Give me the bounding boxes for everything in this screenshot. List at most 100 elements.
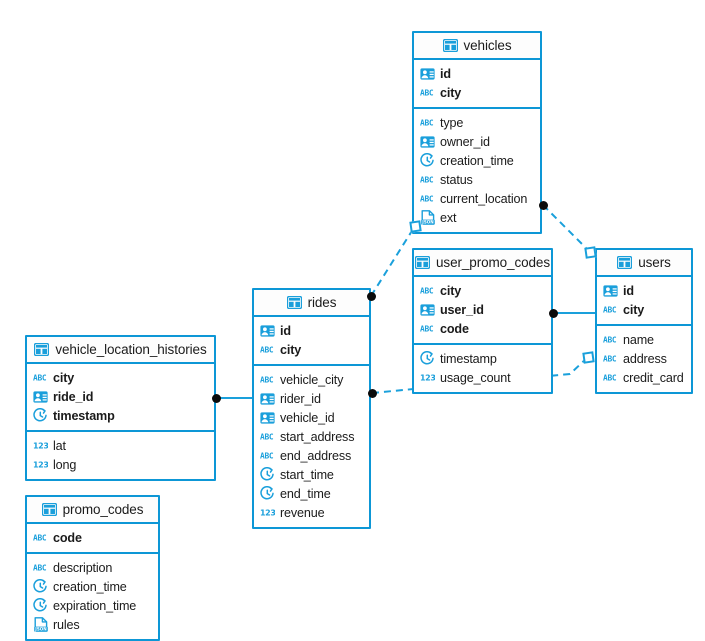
table-header-rides[interactable]: rides: [254, 290, 369, 317]
123-number-icon: 123: [420, 370, 435, 385]
column-row[interactable]: ABC current_location: [414, 189, 540, 208]
column-name: creation_time: [440, 153, 514, 168]
relationship-line-rel-vehicles-users: [542, 204, 591, 253]
relationship-marker-many-rel-vlh-rides: [211, 393, 221, 403]
123-number-icon: 123: [33, 457, 48, 472]
primary-key-columns-promo_codes: ABC code: [27, 524, 158, 554]
column-row[interactable]: id: [414, 64, 540, 83]
abc-text-icon: ABC: [420, 283, 435, 298]
column-name: code: [53, 530, 82, 545]
svg-text:ABC: ABC: [33, 533, 47, 542]
abc-text-icon: ABC: [260, 429, 275, 444]
column-name: long: [53, 457, 77, 472]
column-row[interactable]: creation_time: [27, 577, 158, 596]
svg-text:123: 123: [420, 374, 435, 382]
abc-text-icon: ABC: [33, 560, 48, 575]
relationship-line-rel-rides-vehicles: [370, 225, 416, 297]
table-title: user_promo_codes: [436, 255, 550, 270]
table-grid-icon: [41, 502, 57, 517]
clock-icon: [260, 467, 275, 482]
relationship-marker-many-rel-rides-users: [367, 388, 377, 398]
column-row[interactable]: owner_id: [414, 132, 540, 151]
svg-text:ABC: ABC: [420, 194, 434, 203]
column-row[interactable]: rider_id: [254, 389, 369, 408]
column-name: id: [440, 66, 451, 81]
table-grid-icon: [415, 255, 431, 270]
id-card-icon: [260, 391, 275, 406]
table-header-vehicle_location_histories[interactable]: vehicle_location_histories: [27, 337, 214, 364]
relationship-marker-one-rel-rides-vehicles: [408, 219, 422, 233]
column-name: status: [440, 172, 473, 187]
column-name: id: [623, 283, 634, 298]
column-row[interactable]: end_time: [254, 484, 369, 503]
table-header-promo_codes[interactable]: promo_codes: [27, 497, 158, 524]
column-name: description: [53, 560, 113, 575]
table-title: vehicle_location_histories: [55, 342, 207, 357]
column-name: timestamp: [53, 408, 115, 423]
column-row[interactable]: expiration_time: [27, 596, 158, 615]
table-header-users[interactable]: users: [597, 250, 691, 277]
table-header-user_promo_codes[interactable]: user_promo_codes: [414, 250, 551, 277]
table-grid-icon: [442, 38, 458, 53]
table-title: rides: [307, 295, 337, 310]
svg-text:ABC: ABC: [420, 175, 434, 184]
column-name: current_location: [440, 191, 528, 206]
column-row[interactable]: vehicle_id: [254, 408, 369, 427]
column-row[interactable]: ride_id: [27, 387, 214, 406]
column-row[interactable]: creation_time: [414, 151, 540, 170]
column-name: code: [440, 321, 469, 336]
123-number-icon: 123: [33, 438, 48, 453]
table-title: users: [638, 255, 671, 270]
column-row[interactable]: timestamp: [27, 406, 214, 425]
svg-text:ABC: ABC: [603, 354, 617, 363]
abc-text-icon: ABC: [33, 370, 48, 385]
id-card-icon: [260, 323, 275, 338]
abc-text-icon: ABC: [420, 172, 435, 187]
column-row[interactable]: ABC code: [27, 528, 158, 547]
id-card-icon: [33, 389, 48, 404]
column-name: user_id: [440, 302, 484, 317]
column-row[interactable]: start_time: [254, 465, 369, 484]
column-row[interactable]: user_id: [414, 300, 551, 319]
svg-text:123: 123: [260, 509, 275, 517]
table-header-vehicles[interactable]: vehicles: [414, 33, 540, 60]
column-row[interactable]: 123 long: [27, 455, 214, 474]
column-row[interactable]: id: [254, 321, 369, 340]
table-title: vehicles: [463, 38, 512, 53]
column-row[interactable]: id: [597, 281, 691, 300]
column-name: timestamp: [440, 351, 497, 366]
column-row[interactable]: timestamp: [414, 349, 551, 368]
table-grid-icon: [34, 342, 50, 357]
column-row[interactable]: ABC status: [414, 170, 540, 189]
column-row[interactable]: ABC description: [27, 558, 158, 577]
